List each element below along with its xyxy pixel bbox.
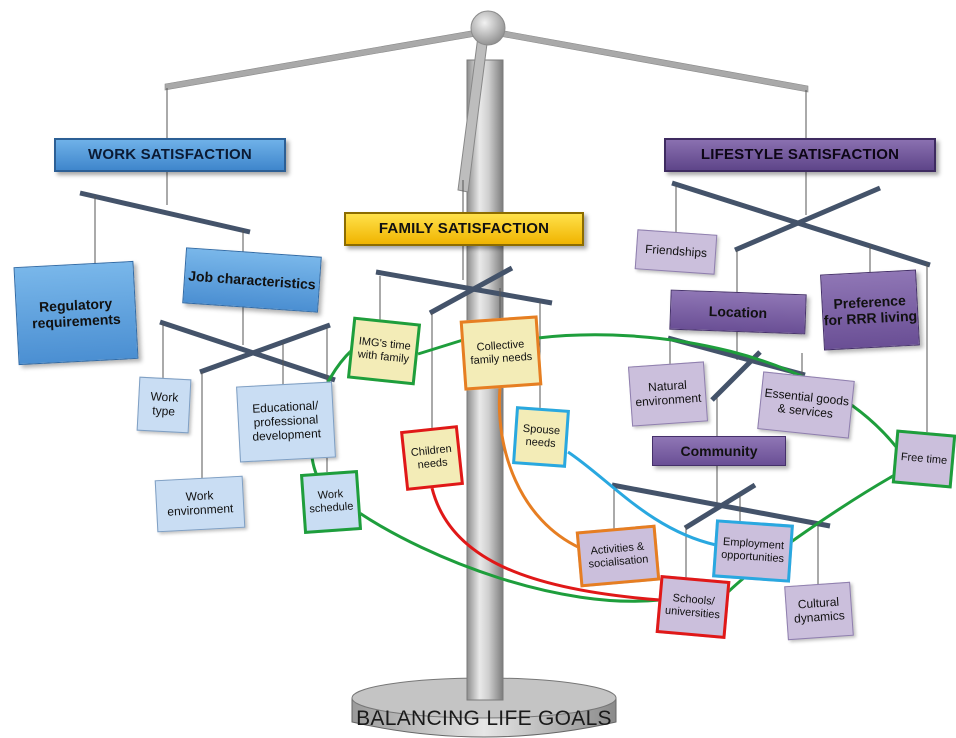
link-orange-collective-activities (497, 387, 581, 550)
bar-loc-b (710, 350, 762, 402)
preference-rrr-living-box: Preference for RRR living (820, 269, 920, 351)
bar-family-b (428, 265, 514, 316)
essential-goods-services-box: Essential goods & services (757, 371, 855, 439)
family-satisfaction-header: FAMILY SATISFACTION (344, 212, 584, 246)
link-green-schools-free (723, 470, 901, 597)
cultural-dynamics-box: Cultural dynamics (784, 581, 854, 641)
img-time-with-family-box: IMG's time with family (346, 316, 422, 386)
bar-life-b (734, 185, 881, 253)
balancing-life-goals-label: BALANCING LIFE GOALS (356, 707, 612, 730)
link-green-collective-free (537, 333, 899, 449)
work-type-box: Work type (136, 376, 192, 434)
collective-family-needs-box: Collective family needs (459, 315, 543, 391)
link-green-img-collective (417, 338, 464, 356)
bar-work-2a (159, 319, 336, 383)
community-box: Community (652, 436, 786, 466)
free-time-box: Free time (891, 429, 956, 489)
schools-universities-box: Schools/ universities (655, 575, 731, 639)
bar-com-b (683, 482, 757, 531)
work-schedule-box: Work schedule (299, 470, 363, 534)
scale-knob (470, 10, 506, 46)
spouse-needs-box: Spouse needs (512, 406, 570, 468)
friendships-box: Friendships (634, 229, 718, 275)
bar-work-2b (199, 322, 331, 375)
location-box: Location (669, 289, 807, 335)
link-red-children-schools (430, 487, 661, 602)
employment-opportunities-box: Employment opportunities (712, 519, 794, 583)
link-green-schedule-schools (357, 510, 661, 603)
scale-beam (164, 27, 489, 91)
work-satisfaction-header: WORK SATISFACTION (54, 138, 286, 172)
link-cyan-spouse-employment (567, 450, 717, 547)
educational-development-box: Educational/ professional development (236, 381, 336, 463)
scale-beam-right (487, 27, 809, 93)
children-needs-box: Children needs (400, 425, 464, 491)
lifestyle-satisfaction-header: LIFESTYLE SATISFACTION (664, 138, 936, 172)
regulatory-requirements-box: Regulatory requirements (13, 260, 139, 366)
bar-family-a (375, 269, 553, 306)
activities-socialisation-box: Activities & socialisation (575, 524, 661, 588)
bar-work-1 (79, 190, 251, 235)
natural-environment-box: Natural environment (627, 361, 709, 427)
job-characteristics-box: Job characteristics (182, 247, 322, 313)
work-environment-box: Work environment (154, 475, 246, 533)
